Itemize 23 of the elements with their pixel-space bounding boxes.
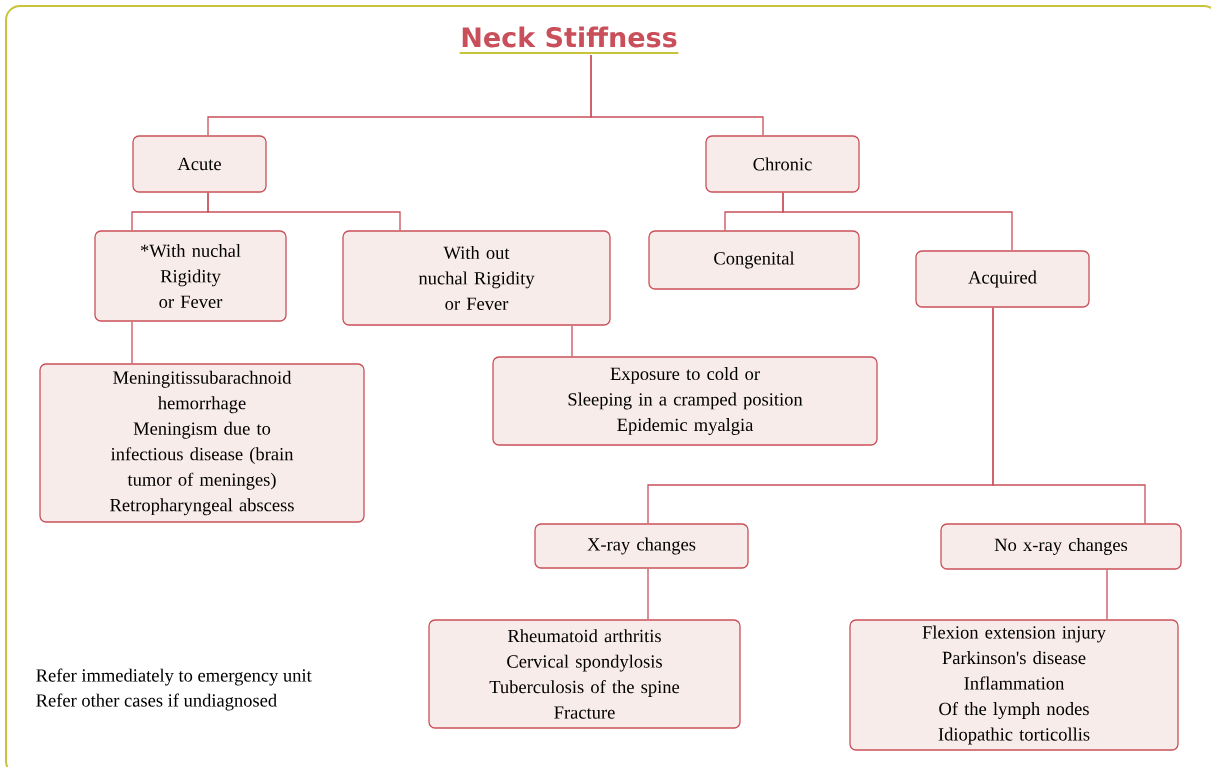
connector-line (590, 54, 764, 136)
connector-line (571, 325, 573, 357)
process-box: Acquired (915, 250, 1090, 308)
process-box: Rheumatoid arthritis Cervical spondylosis Tuberculosis of the spine Fracture (428, 619, 741, 729)
process-box: Chronic (705, 135, 860, 193)
process-box: Exposure to cold or Sleeping in a cramped position Epidemic myalgia (492, 356, 878, 446)
note-text: Refer other cases if undiagnosed (36, 693, 277, 711)
connector-line (782, 192, 1013, 251)
process-box: Congenital (648, 230, 860, 290)
process-box: Flexion extension injury Parkinson's disease Inflammation Of the lymph nodes Idiopathic torticollis (849, 619, 1179, 751)
note-text: Refer immediately to emergency unit (36, 668, 312, 686)
process-box: X-ray changes (534, 523, 749, 569)
connector-line (647, 568, 649, 620)
connector-line (207, 192, 401, 231)
process-box: *With nuchal Rigidity or Fever (94, 230, 287, 322)
process-box: No x-ray changes (940, 523, 1182, 570)
connector-line (992, 307, 1146, 524)
connector-line (131, 321, 133, 364)
process-box: Meningitissubarachnoid hemorrhage Meningism due to infectious disease (brain tumor of meninges) Retropharyngeal abscess (39, 363, 365, 523)
process-box: With out nuchal Rigidity or Fever (342, 230, 611, 326)
connector-line (1106, 569, 1108, 620)
process-box: Acute (132, 135, 267, 193)
title-text: Neck Stiffness (458, 26, 680, 55)
